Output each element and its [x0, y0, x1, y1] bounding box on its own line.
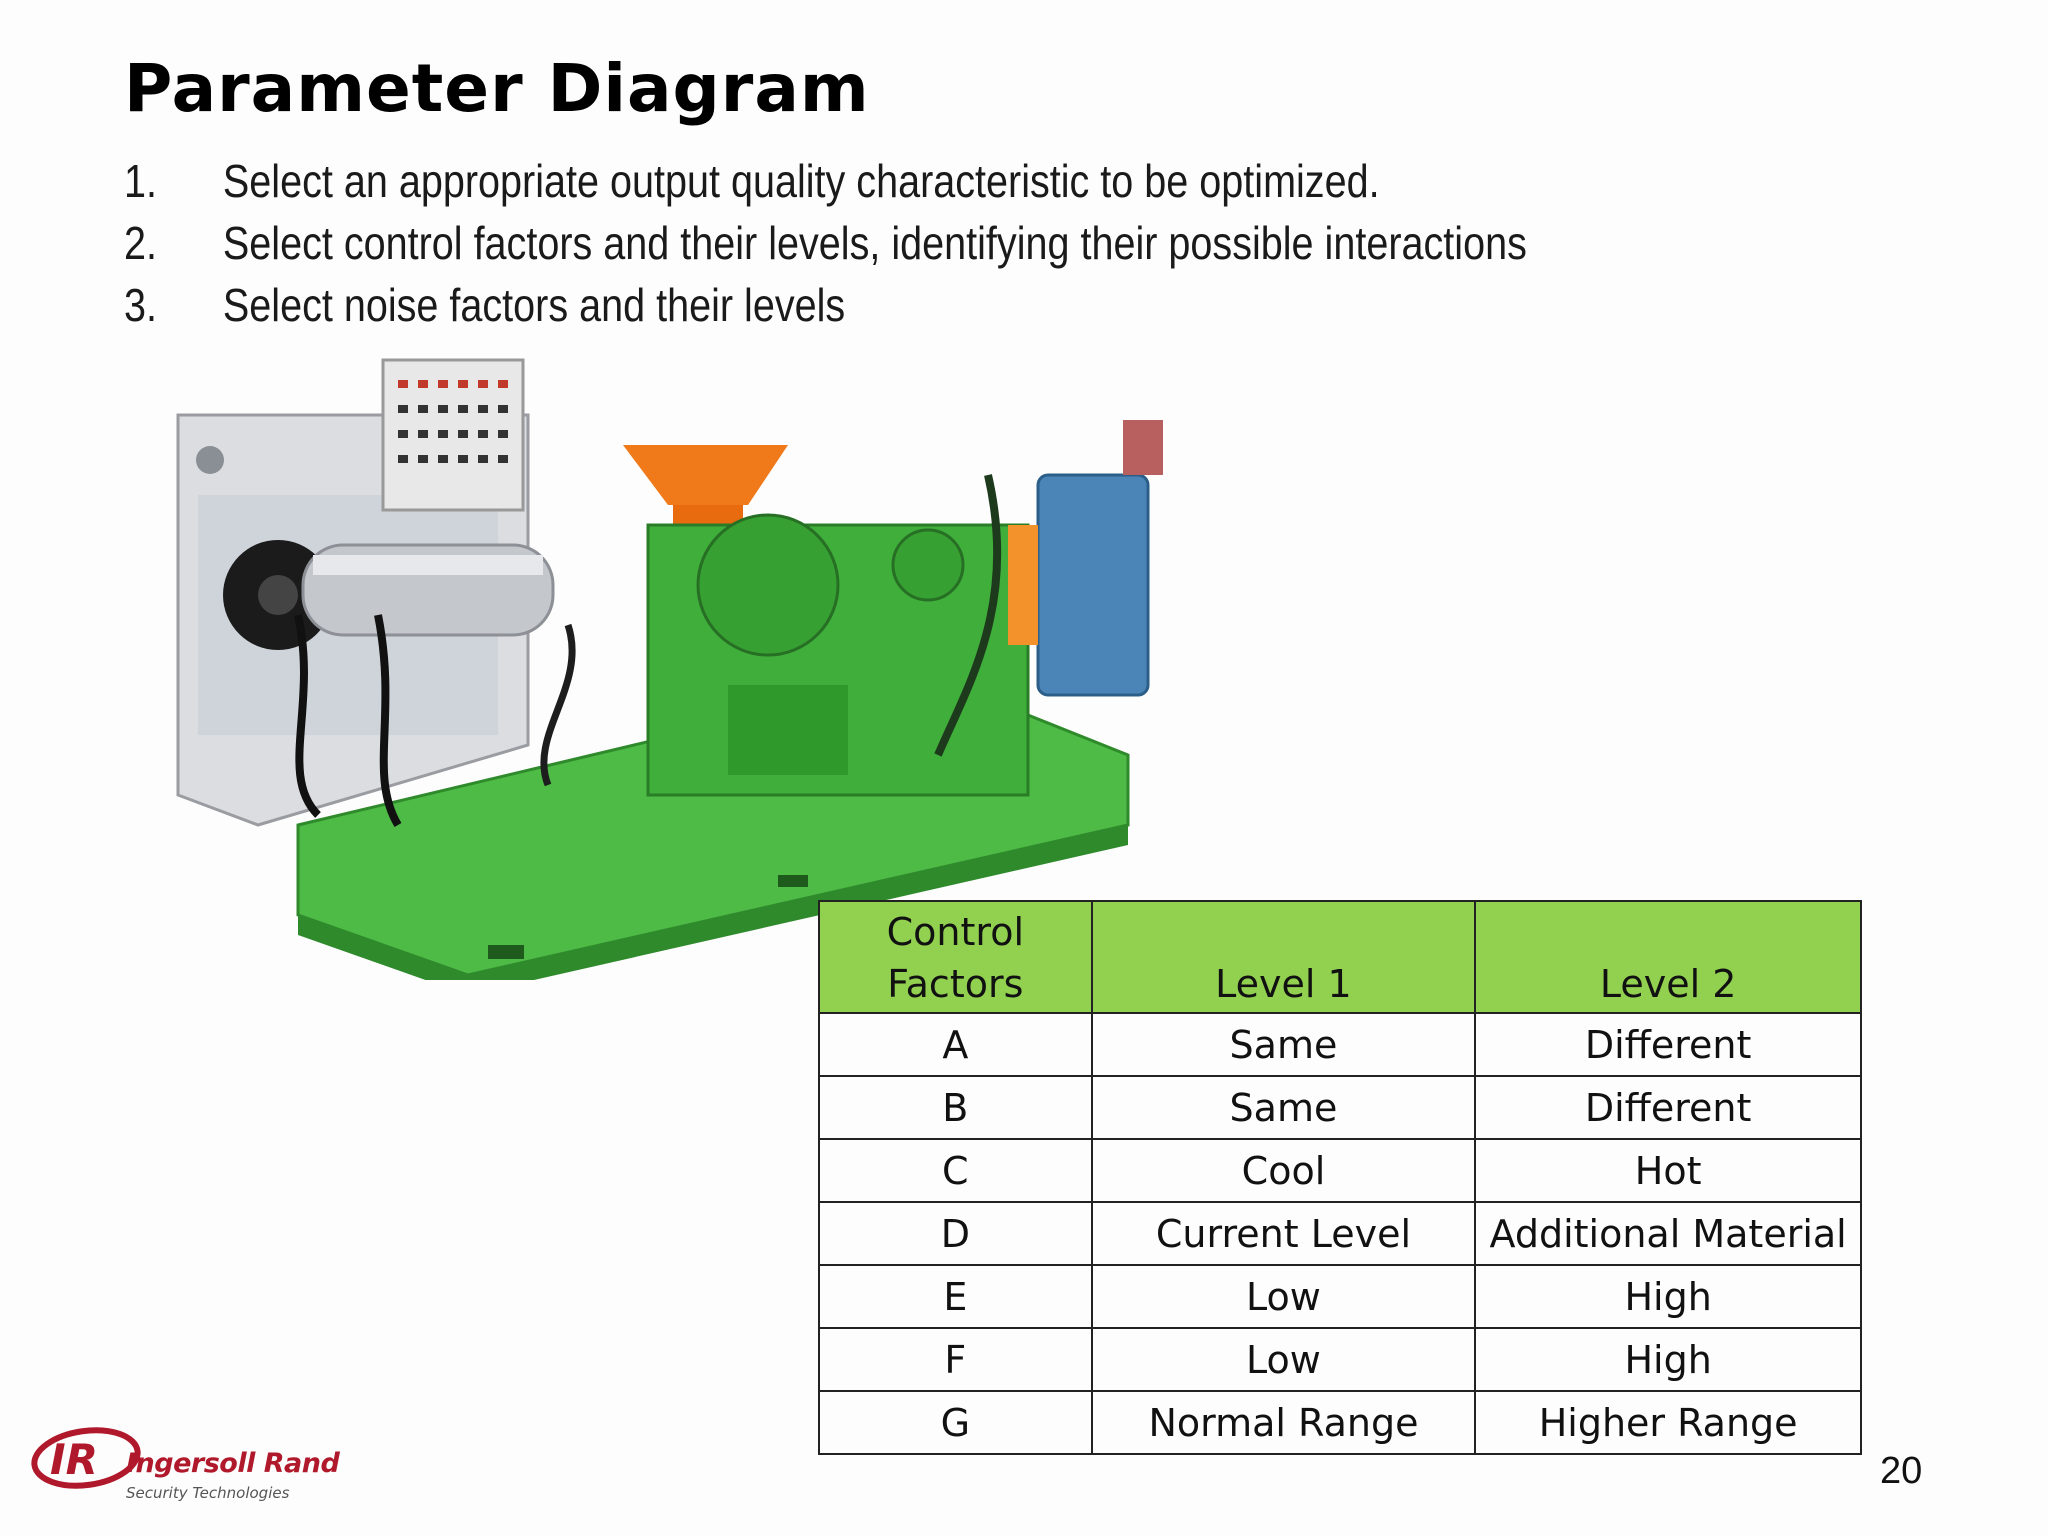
level-1-cell: Same: [1090, 1075, 1477, 1140]
step-text: Select control factors and their levels,…: [222, 217, 1527, 269]
level-2-cell: Different: [1474, 1012, 1862, 1077]
level-2-cell: Additional Material: [1474, 1201, 1862, 1266]
ingersoll-rand-logo: IR: [31, 1427, 141, 1489]
step-list: 1. Select an appropriate output quality c…: [124, 150, 1755, 336]
level-1-cell: Same: [1090, 1012, 1477, 1077]
level-1-cell: Low: [1090, 1327, 1477, 1392]
header-control-factors-line1: Control: [886, 910, 1025, 954]
factor-cell: B: [818, 1075, 1093, 1140]
header-control-factors-line2: Factors: [887, 962, 1024, 1006]
factor-cell: E: [818, 1264, 1093, 1329]
step-number: 1.: [124, 155, 158, 207]
level-1-cell: Current Level: [1090, 1201, 1477, 1266]
step-item: 2. Select control factors and their level…: [124, 212, 1527, 274]
factor-cell: F: [818, 1327, 1093, 1392]
level-2-cell: Hot: [1474, 1138, 1862, 1203]
step-number: 2.: [124, 217, 158, 269]
step-item: 3. Select noise factors and their levels: [124, 274, 1527, 336]
logo-company-name: Ingersoll Rand: [126, 1448, 340, 1479]
factor-cell: C: [818, 1138, 1093, 1203]
step-text: Select an appropriate output quality cha…: [222, 155, 1380, 207]
level-2-cell: Higher Range: [1474, 1390, 1862, 1455]
level-1-cell: Low: [1090, 1264, 1477, 1329]
factor-cell: D: [818, 1201, 1093, 1266]
step-item: 1. Select an appropriate output quality c…: [124, 150, 1527, 212]
page-number: 20: [1880, 1450, 1923, 1492]
level-2-cell: High: [1474, 1327, 1862, 1392]
level-1-cell: Normal Range: [1090, 1390, 1477, 1455]
level-1-cell: Cool: [1090, 1138, 1477, 1203]
level-2-cell: Different: [1474, 1075, 1862, 1140]
factor-cell: G: [818, 1390, 1093, 1455]
logo-subtitle: Security Technologies: [126, 1484, 290, 1502]
step-text: Select noise factors and their levels: [222, 279, 846, 331]
extruder-machine-image: [176, 358, 1163, 980]
level-2-cell: High: [1474, 1264, 1862, 1329]
header-level-1: Level 1: [1090, 900, 1477, 1014]
logo-mark: IR: [50, 1435, 98, 1484]
header-level-2: Level 2: [1474, 900, 1862, 1014]
step-number: 3.: [124, 279, 158, 331]
factor-cell: A: [818, 1012, 1093, 1077]
slide-title: Parameter Diagram: [124, 50, 870, 127]
